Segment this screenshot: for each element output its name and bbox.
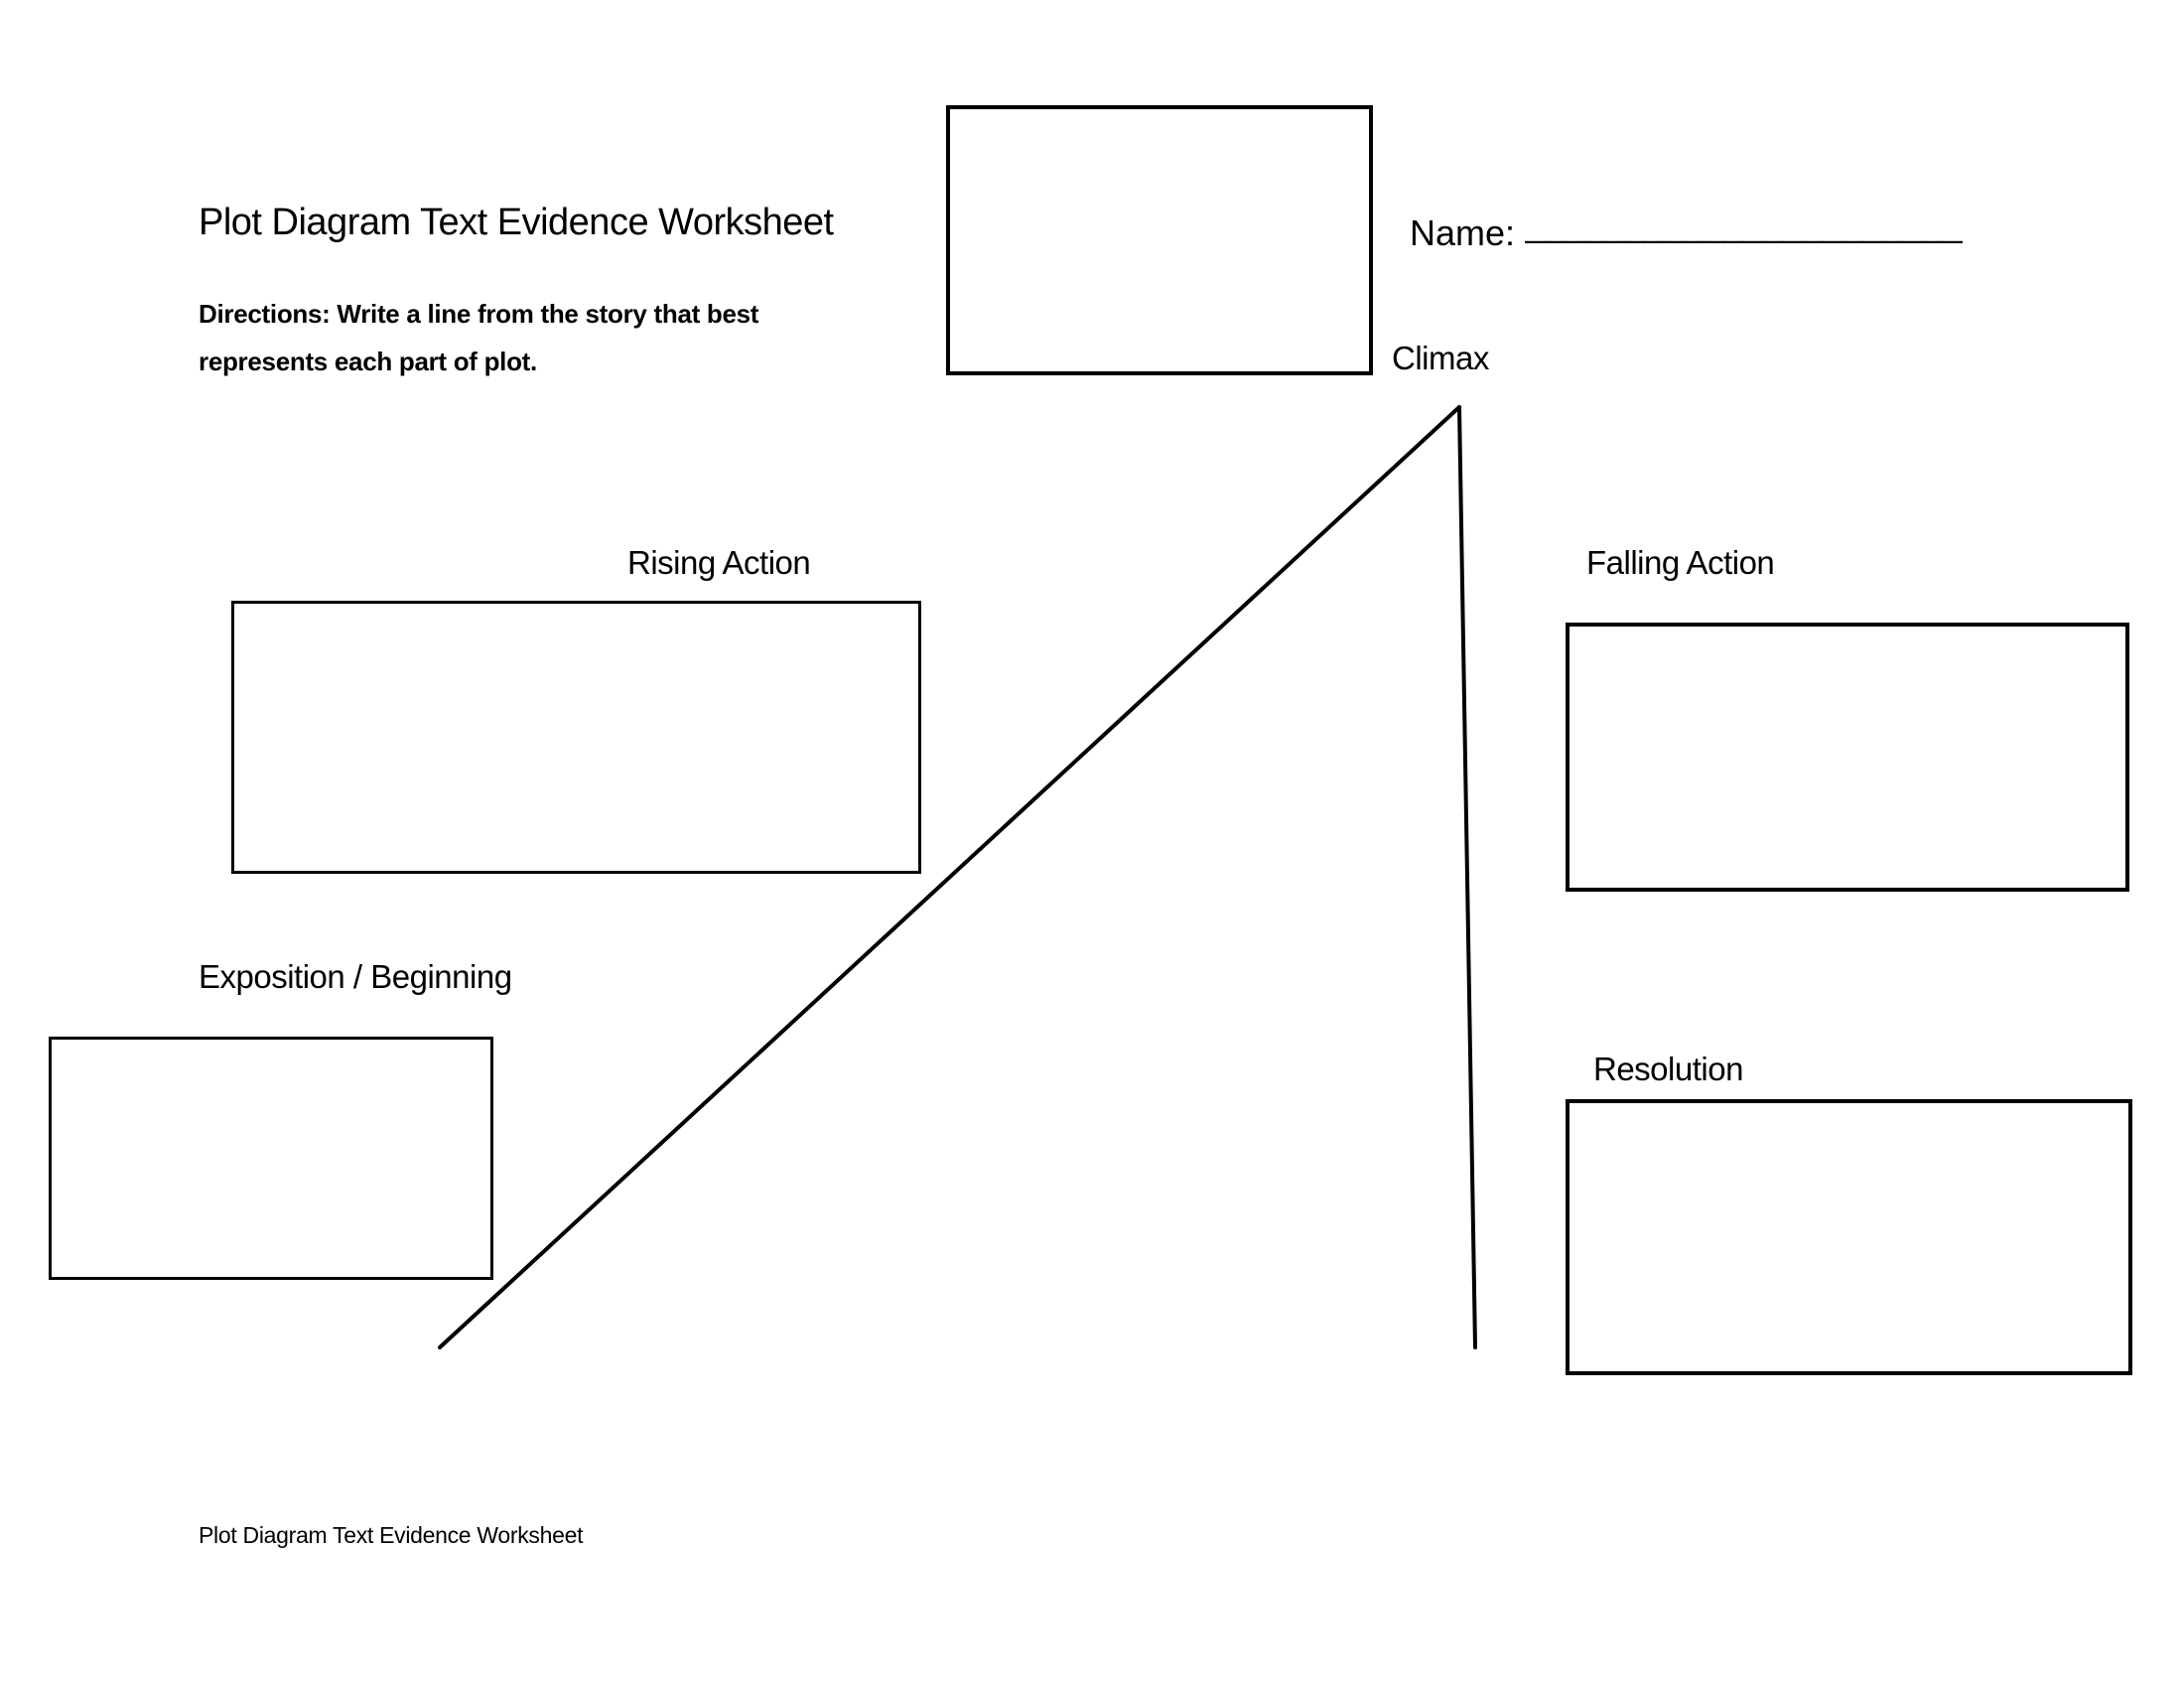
rising-action-line bbox=[438, 405, 1461, 1349]
name-row: Name:______________________ bbox=[1410, 204, 1963, 254]
falling-action-label: Falling Action bbox=[1586, 544, 1775, 581]
rising-action-label: Rising Action bbox=[627, 544, 811, 581]
resolution-label: Resolution bbox=[1593, 1051, 1743, 1087]
rising-action-answer-box[interactable] bbox=[231, 601, 921, 874]
climax-label: Climax bbox=[1392, 340, 1489, 376]
falling-action-answer-box[interactable] bbox=[1566, 623, 2129, 892]
name-label: Name: bbox=[1410, 212, 1516, 253]
footer-text: Plot Diagram Text Evidence Worksheet bbox=[199, 1522, 584, 1548]
page-title: Plot Diagram Text Evidence Worksheet bbox=[199, 202, 834, 243]
exposition-label: Exposition / Beginning bbox=[199, 958, 512, 995]
directions-text: Directions: Write a line from the story … bbox=[199, 290, 758, 385]
falling-action-line bbox=[1457, 405, 1477, 1349]
name-blank-line[interactable]: ______________________ bbox=[1525, 204, 1963, 244]
directions-line-1: Directions: Write a line from the story … bbox=[199, 299, 759, 329]
climax-answer-box[interactable] bbox=[946, 105, 1373, 375]
resolution-answer-box[interactable] bbox=[1566, 1099, 2132, 1375]
exposition-answer-box[interactable] bbox=[49, 1037, 493, 1280]
directions-line-2: represents each part of plot. bbox=[199, 347, 537, 376]
